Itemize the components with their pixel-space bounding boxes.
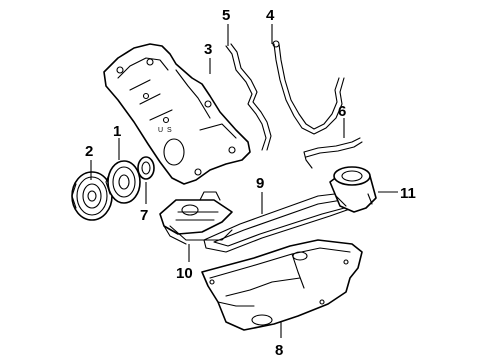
callout-8: 8 [275,342,283,359]
front-cover: U S [103,43,251,185]
callout-6: 6 [338,103,346,120]
callout-3: 3 [204,41,212,58]
small-gasket [303,137,363,169]
cover-gasket-left [225,43,272,151]
crankshaft-pulley [71,171,113,221]
leader-lines [90,24,398,338]
cover-gasket-right [272,40,345,135]
oil-pump-pickup [159,191,233,245]
callout-2: 2 [85,143,93,160]
callout-10: 10 [176,265,193,282]
harmonic-balancer [105,160,141,204]
callout-4: 4 [266,7,275,24]
callout-7: 7 [140,207,148,224]
callouts: 1 2 3 4 5 6 7 8 9 10 11 [85,7,416,359]
callout-1: 1 [113,123,121,140]
cover-mark-u: U [158,127,163,134]
oil-filter [329,166,377,213]
callout-11: 11 [400,185,416,202]
crank-seal [137,156,155,180]
cover-mark-s: S [167,127,172,134]
callout-5: 5 [222,7,230,24]
callout-9: 9 [256,175,264,192]
oil-pan [201,239,363,331]
